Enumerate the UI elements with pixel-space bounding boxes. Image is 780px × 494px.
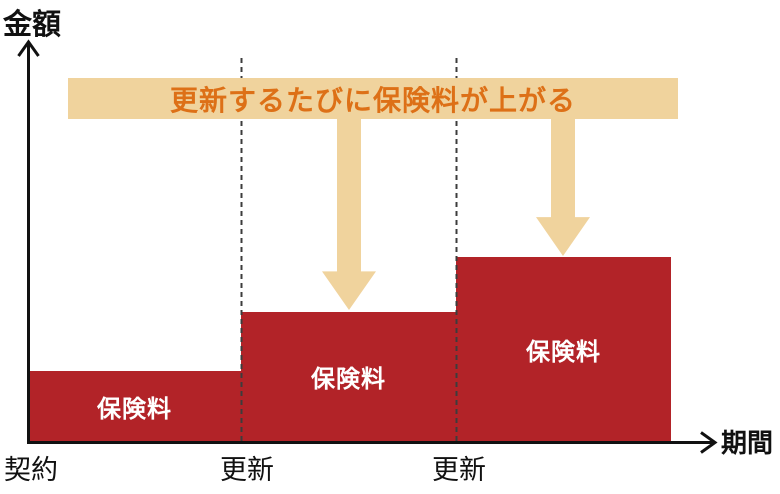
premium-bar-3-label: 保険料	[526, 338, 601, 366]
premium-bar-1: 保険料	[28, 371, 241, 441]
premium-bar-2: 保険料	[241, 312, 456, 441]
down-arrow-icon	[536, 117, 590, 256]
premium-bar-3: 保険料	[456, 257, 671, 441]
premium-bar-2-label: 保険料	[311, 366, 386, 393]
annotation-banner-text: 更新するたびに保険料が上がる	[169, 84, 576, 116]
annotation-banner: 更新するたびに保険料が上がる	[68, 78, 678, 119]
x-tick-renewal-2: 更新	[432, 455, 486, 485]
premium-bar-1-label: 保険料	[97, 395, 172, 423]
y-axis-arrowhead-icon	[17, 39, 40, 57]
y-axis-title: 金額	[3, 9, 62, 41]
x-axis-arrowhead-icon	[700, 431, 718, 454]
down-arrow-icon	[322, 117, 376, 310]
x-axis-title: 期間	[721, 428, 774, 458]
x-tick-contract: 契約	[4, 455, 58, 485]
x-tick-renewal-1: 更新	[220, 455, 274, 485]
